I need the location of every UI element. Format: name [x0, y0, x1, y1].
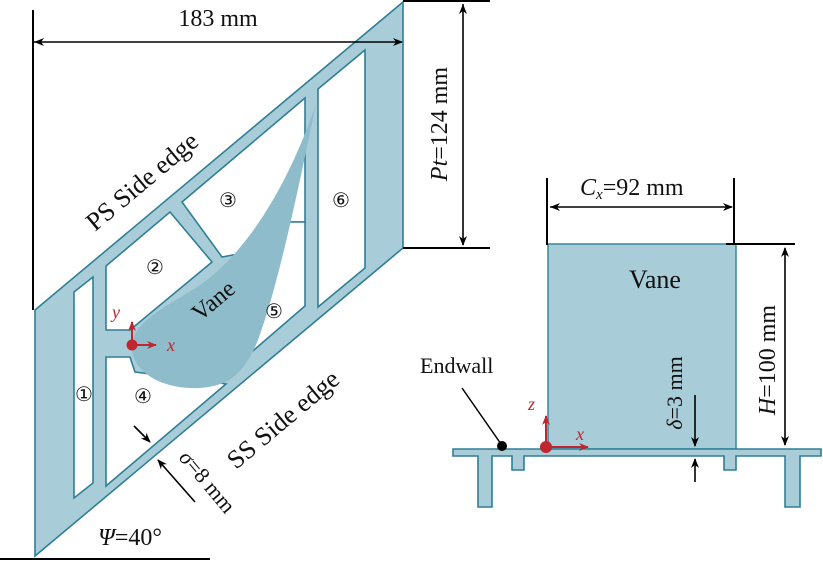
region-label-1: ① — [75, 384, 93, 406]
vane-side-rect — [547, 243, 737, 450]
height-arrow-top — [781, 247, 789, 257]
chord-dim-label: Cx=92 mm — [580, 175, 684, 203]
region-label-5: ⑤ — [265, 301, 283, 323]
width-dim-label: 183 mm — [178, 6, 258, 32]
side-view: Cx=92 mm H=100 mm Vane δ=3 mm Endwall z … — [420, 175, 822, 508]
region-label-6: ⑥ — [332, 190, 350, 212]
pitch-arrow-top — [459, 4, 467, 14]
axis-x-label: x — [166, 335, 175, 355]
region-1-slot — [73, 275, 94, 500]
axis-y-label: y — [110, 302, 120, 322]
region-label-3: ③ — [219, 190, 237, 212]
axis-z-label: z — [527, 394, 535, 414]
region-6 — [317, 48, 366, 309]
region-label-2: ② — [146, 257, 164, 279]
endwall-plate — [452, 448, 822, 508]
height-dim-label: H=100 mm — [755, 305, 781, 417]
endwall-point — [497, 441, 507, 451]
gap-arrow-out — [157, 459, 196, 503]
top-view: 183 mm Pt=124 mm PS Side edge SS Side ed… — [0, 0, 490, 560]
region-label-4: ④ — [134, 386, 152, 408]
pitch-dim-label: Pt=124 mm — [427, 67, 453, 183]
endwall-label: Endwall — [420, 353, 493, 378]
angle-label: Ψ=40° — [98, 525, 162, 551]
endwall-leader — [461, 387, 502, 445]
delta-label: δ=3 mm — [662, 356, 687, 429]
xz-axis-icon — [540, 415, 589, 453]
xy-axis-icon — [126, 321, 157, 351]
chord-arrow-left — [550, 203, 560, 211]
gap-arrow-in — [133, 425, 151, 443]
vane-label-side: Vane — [629, 265, 681, 294]
axis-x-label-side: x — [575, 424, 584, 444]
region-2 — [105, 210, 214, 331]
width-arrow-left — [34, 38, 44, 46]
vane-profile — [131, 104, 316, 389]
